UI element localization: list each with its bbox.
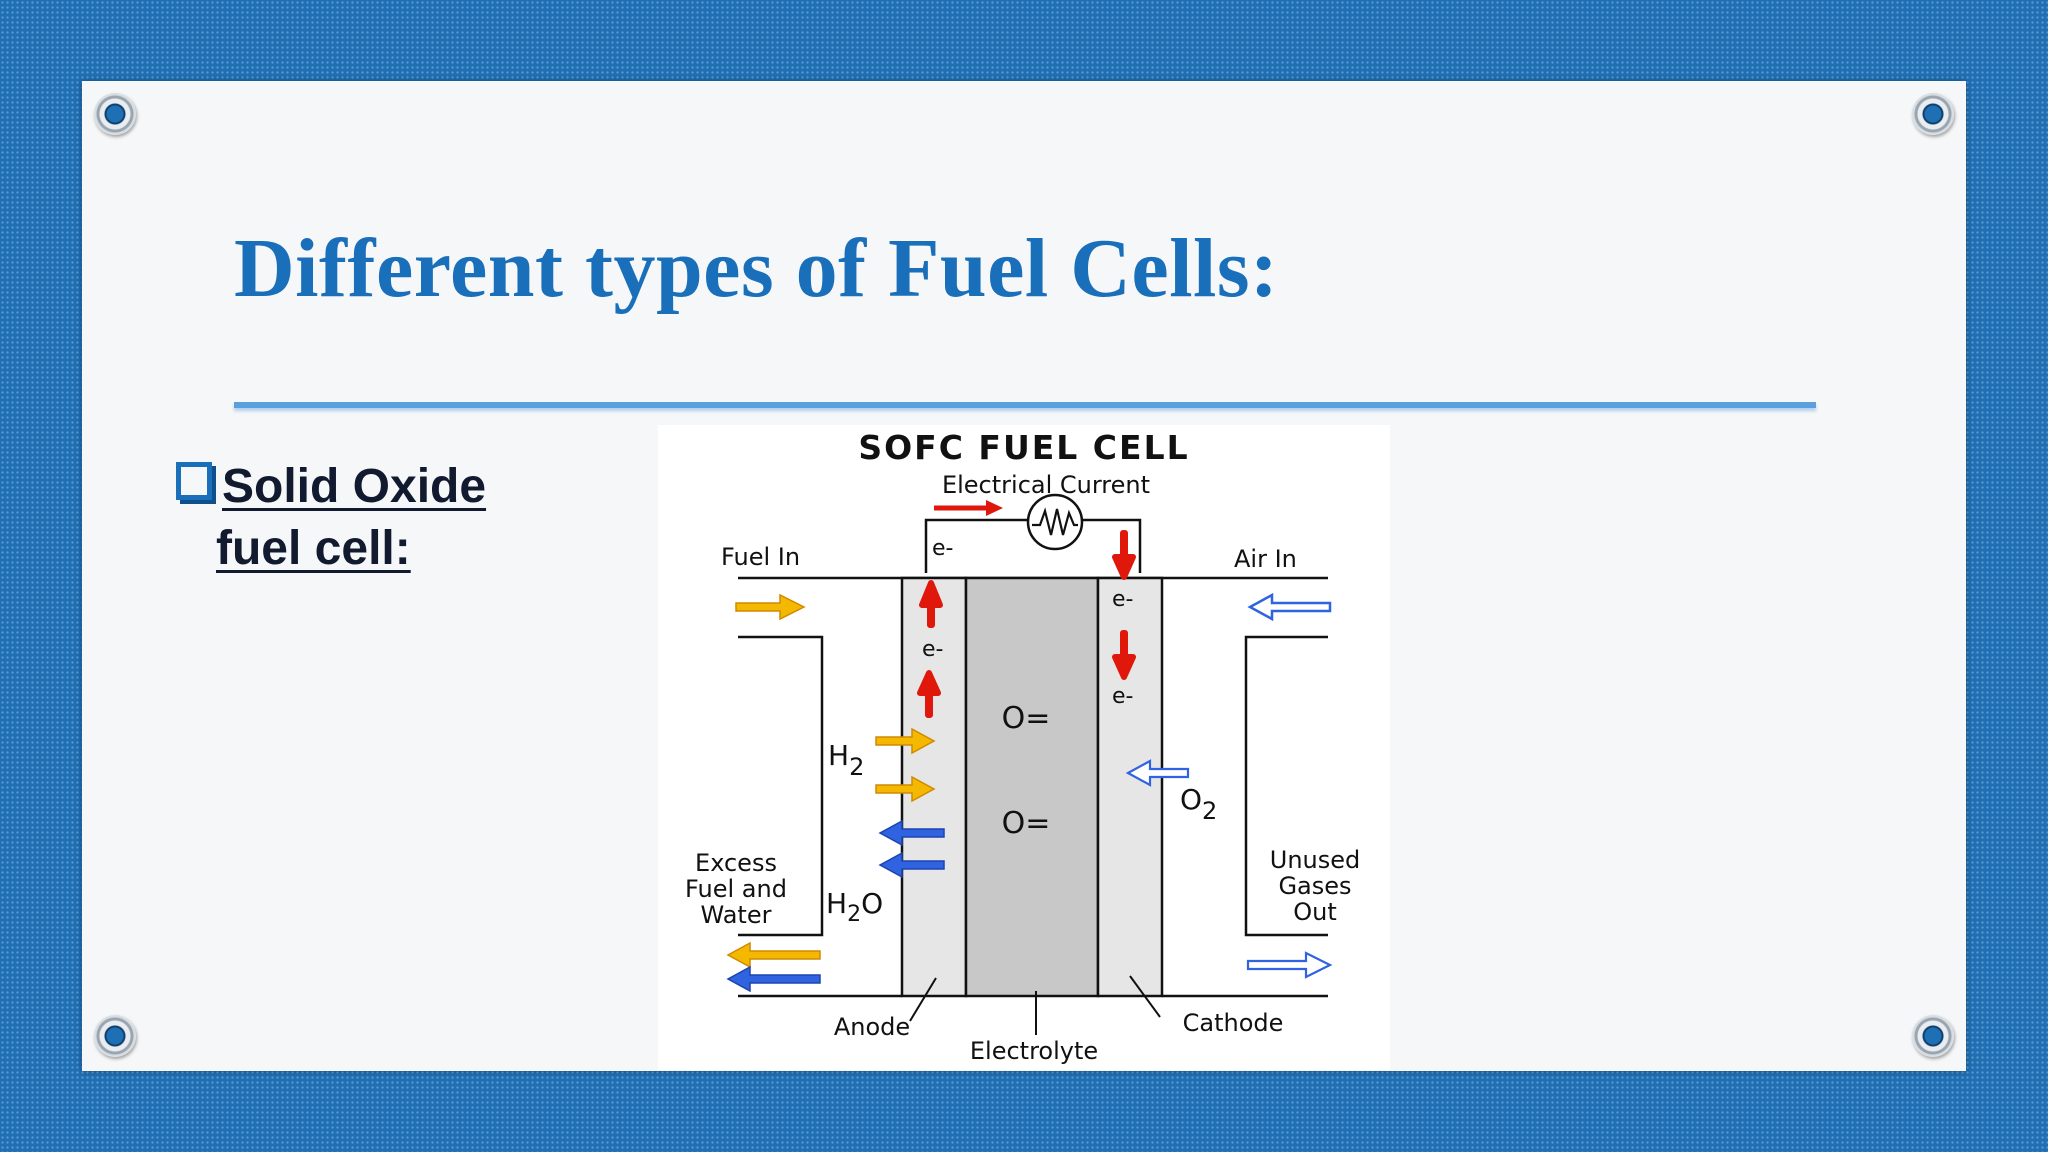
resistor-icon (1026, 493, 1084, 551)
circuit-wire-right (1082, 518, 1142, 573)
electron-label-cathode-1: e- (1112, 587, 1133, 612)
cathode-channel-wall (1244, 635, 1328, 937)
excess-fuel-arrow-icon (726, 941, 821, 969)
rivet-top-right-icon (1912, 93, 1954, 135)
unused-label-line-1: Unused (1270, 846, 1361, 874)
h2o-o: O (861, 887, 883, 920)
bullet-line-2: fuel cell: (216, 522, 411, 575)
bullet-text: Solid Oxide fuel cell: (216, 456, 542, 580)
rivet-bottom-left-icon (94, 1015, 136, 1057)
h2o-h: H (826, 887, 847, 920)
electron-arrow-down-1-icon (1112, 530, 1136, 580)
sofc-diagram-svg: SOFC FUEL CELL Electrical Current e- Fue… (685, 428, 1361, 1065)
oxide-ion-label-1: O= (1002, 701, 1051, 736)
bullet-line-1: Solid Oxide (222, 460, 487, 513)
air-in-label: Air In (1234, 545, 1297, 573)
h2o-arrow-2-icon (878, 851, 945, 879)
electron-label-anode: e- (922, 637, 943, 662)
electron-arrow-up-2-icon (917, 670, 941, 718)
rivet-top-left-icon (94, 93, 136, 135)
electron-arrow-down-2-icon (1112, 630, 1136, 680)
h2-arrow-1-icon (875, 727, 936, 755)
o2-subscript: 2 (1202, 797, 1217, 825)
excess-water-arrow-icon (726, 965, 821, 993)
cathode-label: Cathode (1183, 1009, 1284, 1037)
cathode-layer (1096, 576, 1164, 998)
unused-gas-arrow-icon (1246, 951, 1333, 979)
o2-arrow-icon (1125, 759, 1190, 787)
slide-title: Different types of Fuel Cells: (234, 222, 1279, 315)
sofc-diagram: SOFC FUEL CELL Electrical Current e- Fue… (658, 425, 1390, 1070)
o2-label: O2 (1180, 783, 1217, 825)
h2o-arrow-1-icon (878, 819, 945, 847)
h2-subscript: 2 (849, 753, 864, 781)
oxide-ion-label-2: O= (1002, 806, 1051, 841)
title-divider (234, 402, 1816, 408)
excess-label-line-2: Fuel and (685, 875, 787, 903)
electron-label-top: e- (932, 536, 953, 561)
anode-channel-wall (738, 635, 824, 937)
anode-label: Anode (834, 1013, 910, 1041)
rivet-bottom-right-icon (1912, 1015, 1954, 1057)
fuel-in-label: Fuel In (721, 543, 800, 571)
electrolyte-layer (964, 576, 1100, 998)
air-in-arrow-icon (1247, 592, 1332, 622)
cathode-leader-line (1129, 975, 1161, 1018)
o2-symbol: O (1180, 783, 1202, 816)
h2o-label: H2O (826, 887, 883, 927)
anode-leader-line (909, 977, 937, 1022)
unused-label-line-3: Out (1293, 898, 1337, 926)
h2-label: H2 (828, 739, 864, 781)
current-arrow-icon (934, 500, 1003, 516)
checkbox-bullet-icon (176, 462, 212, 500)
excess-label-line-3: Water (701, 901, 772, 929)
h2-arrow-2-icon (875, 775, 936, 803)
circuit-wire-left (924, 518, 1028, 573)
h2o-subscript: 2 (847, 902, 861, 927)
excess-label-line-1: Excess (695, 849, 777, 877)
electron-arrow-up-1-icon (919, 580, 943, 628)
unused-label-line-2: Gases (1278, 872, 1351, 900)
current-label: Electrical Current (942, 471, 1150, 499)
fuel-in-arrow-icon (735, 593, 806, 621)
diagram-title: SOFC FUEL CELL (858, 428, 1189, 467)
electron-label-cathode-2: e- (1112, 684, 1133, 709)
h2-symbol: H (828, 739, 849, 772)
electrolyte-label: Electrolyte (970, 1037, 1098, 1065)
